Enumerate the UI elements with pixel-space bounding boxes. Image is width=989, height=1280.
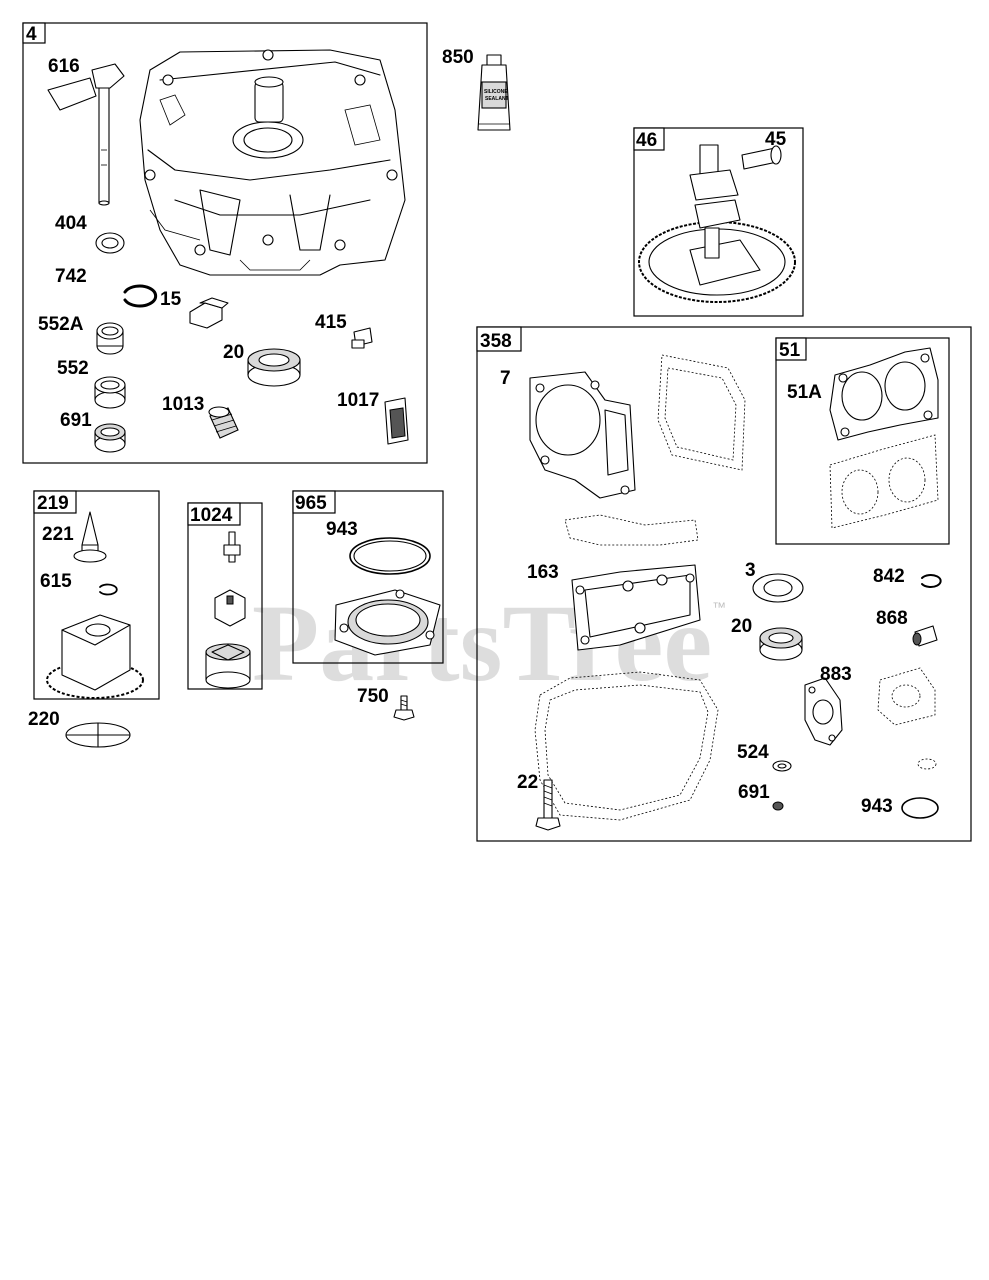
label-842: 842 [873, 566, 905, 587]
label-1017: 1017 [337, 390, 379, 411]
part-552-bushing[interactable] [94, 376, 126, 409]
label-552: 552 [57, 358, 89, 379]
part-3-seal[interactable] [752, 573, 804, 603]
part-868-plug[interactable] [912, 625, 938, 647]
group-tag-965: 965 [295, 493, 327, 514]
label-616: 616 [48, 56, 80, 77]
label-7: 7 [500, 368, 511, 389]
label-943-b: 943 [861, 796, 893, 817]
part-616-governor-shaft[interactable] [47, 63, 125, 206]
part-15-plug[interactable] [189, 297, 229, 329]
group-358[interactable]: 358 [476, 326, 972, 842]
label-1013: 1013 [162, 394, 204, 415]
part-51A-exhaust-gasket[interactable] [829, 347, 939, 441]
camshaft-gear-drawing [638, 144, 796, 303]
part-943-o-ring-a[interactable] [349, 537, 431, 575]
crankcase-drawing [139, 49, 406, 276]
part-1013-sleeve[interactable] [208, 406, 239, 439]
part-691-nut[interactable] [772, 801, 784, 811]
sealant-line2: SEALANT [485, 96, 509, 102]
group-tag-1024: 1024 [190, 505, 233, 526]
part-524-washer[interactable] [772, 760, 792, 772]
group-tag-46: 46 [636, 130, 657, 151]
label-20-a: 20 [223, 342, 244, 363]
part-20-oil-seal-b[interactable] [759, 627, 803, 661]
label-883: 883 [820, 664, 852, 685]
part-850-sealant-tube[interactable]: SILICONE SEALANT [477, 54, 511, 131]
ring-dashed [917, 758, 937, 770]
label-51A: 51A [787, 382, 822, 403]
label-404: 404 [55, 213, 87, 234]
part-22-bolt[interactable] [535, 779, 561, 831]
part-615-ring[interactable] [99, 583, 118, 596]
oil-filter-adapter-drawing [334, 589, 441, 656]
label-3: 3 [745, 560, 756, 581]
small-gasket-dashed [564, 514, 699, 546]
label-15: 15 [160, 289, 182, 310]
part-45-lifter[interactable] [741, 145, 782, 170]
valve-cover-gasket-dashed [657, 354, 746, 471]
part-883-gasket[interactable] [804, 677, 843, 746]
group-1024[interactable]: 1024 [187, 502, 263, 690]
part-221-governor-cup[interactable] [73, 511, 107, 563]
group-tag-4: 4 [26, 24, 37, 45]
group-51[interactable]: 51 [775, 337, 950, 545]
part-742-retaining-ring[interactable] [123, 284, 158, 308]
part-163-gasket[interactable] [571, 564, 701, 651]
part-404-washer[interactable] [95, 232, 125, 254]
part-691-seal[interactable] [94, 423, 126, 453]
label-850: 850 [442, 47, 474, 68]
part-20-oil-seal[interactable] [247, 348, 301, 387]
label-45: 45 [765, 129, 787, 150]
exhaust-gasket-dashed [829, 434, 939, 529]
label-691-a: 691 [60, 410, 92, 431]
part-415-pipe-plug[interactable] [351, 327, 373, 349]
part-552A-bushing[interactable] [96, 322, 124, 355]
gasket-dashed-right [877, 667, 936, 726]
label-20-b: 20 [731, 616, 752, 637]
sealant-line1: SILICONE [484, 89, 508, 95]
label-742: 742 [55, 266, 87, 287]
part-750-screw[interactable] [393, 695, 415, 721]
label-750: 750 [357, 686, 389, 707]
part-943-o-ring-b[interactable] [901, 797, 939, 819]
group-tag-358: 358 [480, 331, 512, 352]
watermark-trademark: ™ [712, 599, 726, 615]
label-868: 868 [876, 608, 908, 629]
label-552A: 552A [38, 314, 84, 335]
label-615: 615 [40, 571, 72, 592]
label-220: 220 [28, 709, 60, 730]
label-524: 524 [737, 742, 769, 763]
label-943-a: 943 [326, 519, 358, 540]
part-220-governor-gear-shim[interactable] [65, 722, 131, 748]
group-219[interactable]: 219 [33, 490, 160, 700]
label-691-b: 691 [738, 782, 770, 803]
group-965[interactable]: 965 [292, 490, 444, 664]
label-22: 22 [517, 772, 538, 793]
label-415: 415 [315, 312, 347, 333]
group-tag-51: 51 [779, 340, 801, 361]
oil-pump-parts [205, 531, 251, 689]
part-7-head-gasket[interactable] [529, 371, 636, 499]
group-4[interactable]: 4 [22, 22, 428, 464]
label-221: 221 [42, 524, 74, 545]
group-tag-219: 219 [37, 493, 69, 514]
governor-gear-drawing [46, 614, 144, 699]
group-46[interactable]: 46 [633, 127, 804, 317]
label-163: 163 [527, 562, 559, 583]
part-842-ring[interactable] [921, 574, 942, 588]
crankcase-gasket-dashed [534, 671, 719, 821]
part-1017-breather[interactable] [384, 397, 409, 445]
